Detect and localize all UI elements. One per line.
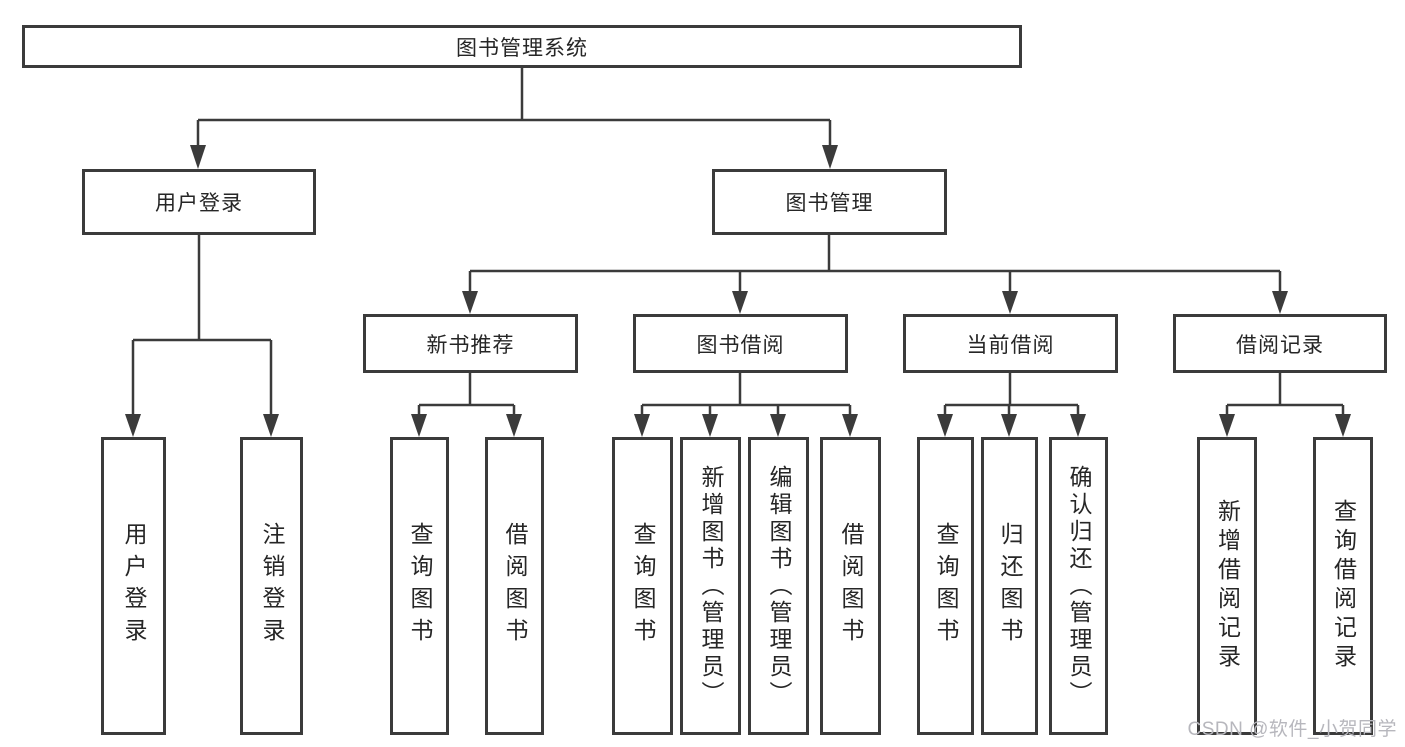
node-book-borrowing: 图书借阅	[633, 314, 848, 373]
node-leaf-nb-borrow-books-label: 借阅图书	[502, 522, 528, 650]
node-leaf-logout: 注销登录	[240, 437, 303, 735]
node-new-book-recommend-label: 新书推荐	[426, 333, 515, 357]
node-leaf-bb-edit-books-admin: 编辑图书（管理员）	[748, 437, 809, 735]
node-borrow-records: 借阅记录	[1173, 314, 1387, 373]
node-book-management-label: 图书管理	[785, 192, 874, 215]
node-leaf-cb-query-books: 查询图书	[917, 437, 974, 735]
node-borrow-records-label: 借阅记录	[1236, 333, 1324, 357]
node-root-label: 图书管理系统	[456, 36, 588, 60]
node-leaf-bb-query-books: 查询图书	[612, 437, 673, 735]
node-leaf-cb-query-books-label: 查询图书	[933, 522, 959, 650]
node-leaf-cb-return-books: 归还图书	[981, 437, 1038, 735]
node-book-borrowing-label: 图书借阅	[696, 333, 785, 357]
node-leaf-br-query-record: 查询借阅记录	[1313, 437, 1373, 735]
node-book-management: 图书管理	[712, 169, 947, 235]
node-leaf-br-add-record: 新增借阅记录	[1197, 437, 1257, 735]
node-user-login-label: 用户登录	[155, 192, 243, 215]
node-new-book-recommend: 新书推荐	[363, 314, 578, 373]
node-leaf-user-login: 用户登录	[101, 437, 166, 735]
node-root: 图书管理系统	[22, 25, 1022, 68]
watermark-text: CSDN @软件_小贺同学	[1187, 719, 1397, 740]
node-leaf-logout-label: 注销登录	[259, 522, 285, 650]
node-leaf-bb-add-books-admin-label: 新增图书（管理员）	[698, 464, 724, 708]
node-leaf-bb-borrow-books-label: 借阅图书	[838, 522, 864, 650]
node-leaf-nb-query-books: 查询图书	[390, 437, 449, 735]
node-leaf-bb-borrow-books: 借阅图书	[820, 437, 881, 735]
node-leaf-cb-confirm-return-admin: 确认归还（管理员）	[1049, 437, 1108, 735]
node-current-borrowing: 当前借阅	[903, 314, 1118, 373]
node-leaf-user-login-label: 用户登录	[121, 522, 147, 650]
node-leaf-br-query-record-label: 查询借阅记录	[1330, 499, 1357, 673]
node-leaf-bb-add-books-admin: 新增图书（管理员）	[680, 437, 741, 735]
node-leaf-bb-edit-books-admin-label: 编辑图书（管理员）	[766, 464, 792, 708]
node-leaf-nb-query-books-label: 查询图书	[407, 522, 433, 650]
node-leaf-bb-query-books-label: 查询图书	[630, 522, 656, 650]
node-current-borrowing-label: 当前借阅	[966, 333, 1055, 357]
node-leaf-cb-return-books-label: 归还图书	[997, 522, 1023, 650]
node-leaf-br-add-record-label: 新增借阅记录	[1214, 499, 1241, 673]
node-leaf-nb-borrow-books: 借阅图书	[485, 437, 544, 735]
node-leaf-cb-confirm-return-admin-label: 确认归还（管理员）	[1066, 464, 1092, 708]
node-user-login: 用户登录	[82, 169, 316, 235]
